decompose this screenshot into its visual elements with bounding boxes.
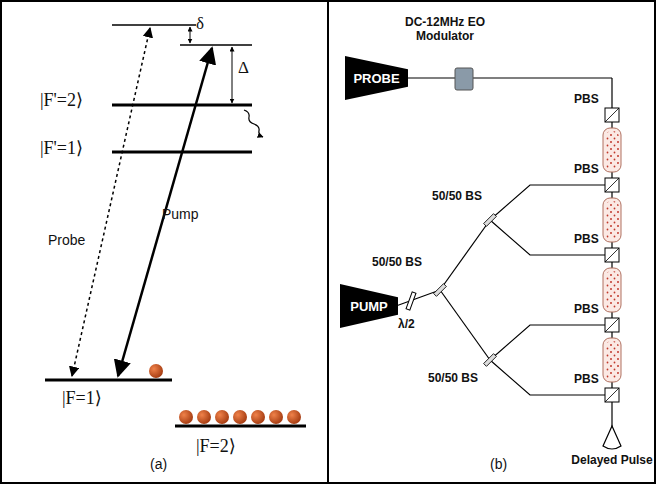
label-text: PBS xyxy=(574,373,599,387)
label-text: 50/50 BS xyxy=(372,256,422,270)
label-text: |F=1⟩ xyxy=(62,388,102,409)
label-text: Probe xyxy=(48,232,85,248)
label-text: |F=2⟩ xyxy=(196,436,236,457)
label-text: Pump xyxy=(162,206,199,222)
label-text: DC-12MHz EO Modulator xyxy=(395,16,495,44)
laser-source: PROBE xyxy=(345,56,408,100)
label-text: Delayed Pulse xyxy=(570,454,654,468)
label-text: Δ xyxy=(238,58,249,78)
label-text: PBS xyxy=(574,93,599,107)
label-text: PBS xyxy=(574,233,599,247)
label-text: (b) xyxy=(490,456,507,472)
source-label: PUMP xyxy=(340,299,398,314)
label-text: λ/2 xyxy=(398,318,415,332)
label-text: (a) xyxy=(150,456,167,472)
laser-source: PUMP xyxy=(340,284,398,328)
label-text: |F'=2⟩ xyxy=(40,90,83,111)
label-text: 50/50 BS xyxy=(432,190,482,204)
label-text: |F'=1⟩ xyxy=(40,138,83,159)
label-text: 50/50 BS xyxy=(428,372,478,386)
source-label: PROBE xyxy=(345,71,408,86)
label-text: PBS xyxy=(574,163,599,177)
label-text: PBS xyxy=(574,303,599,317)
label-text: δ xyxy=(196,14,204,34)
